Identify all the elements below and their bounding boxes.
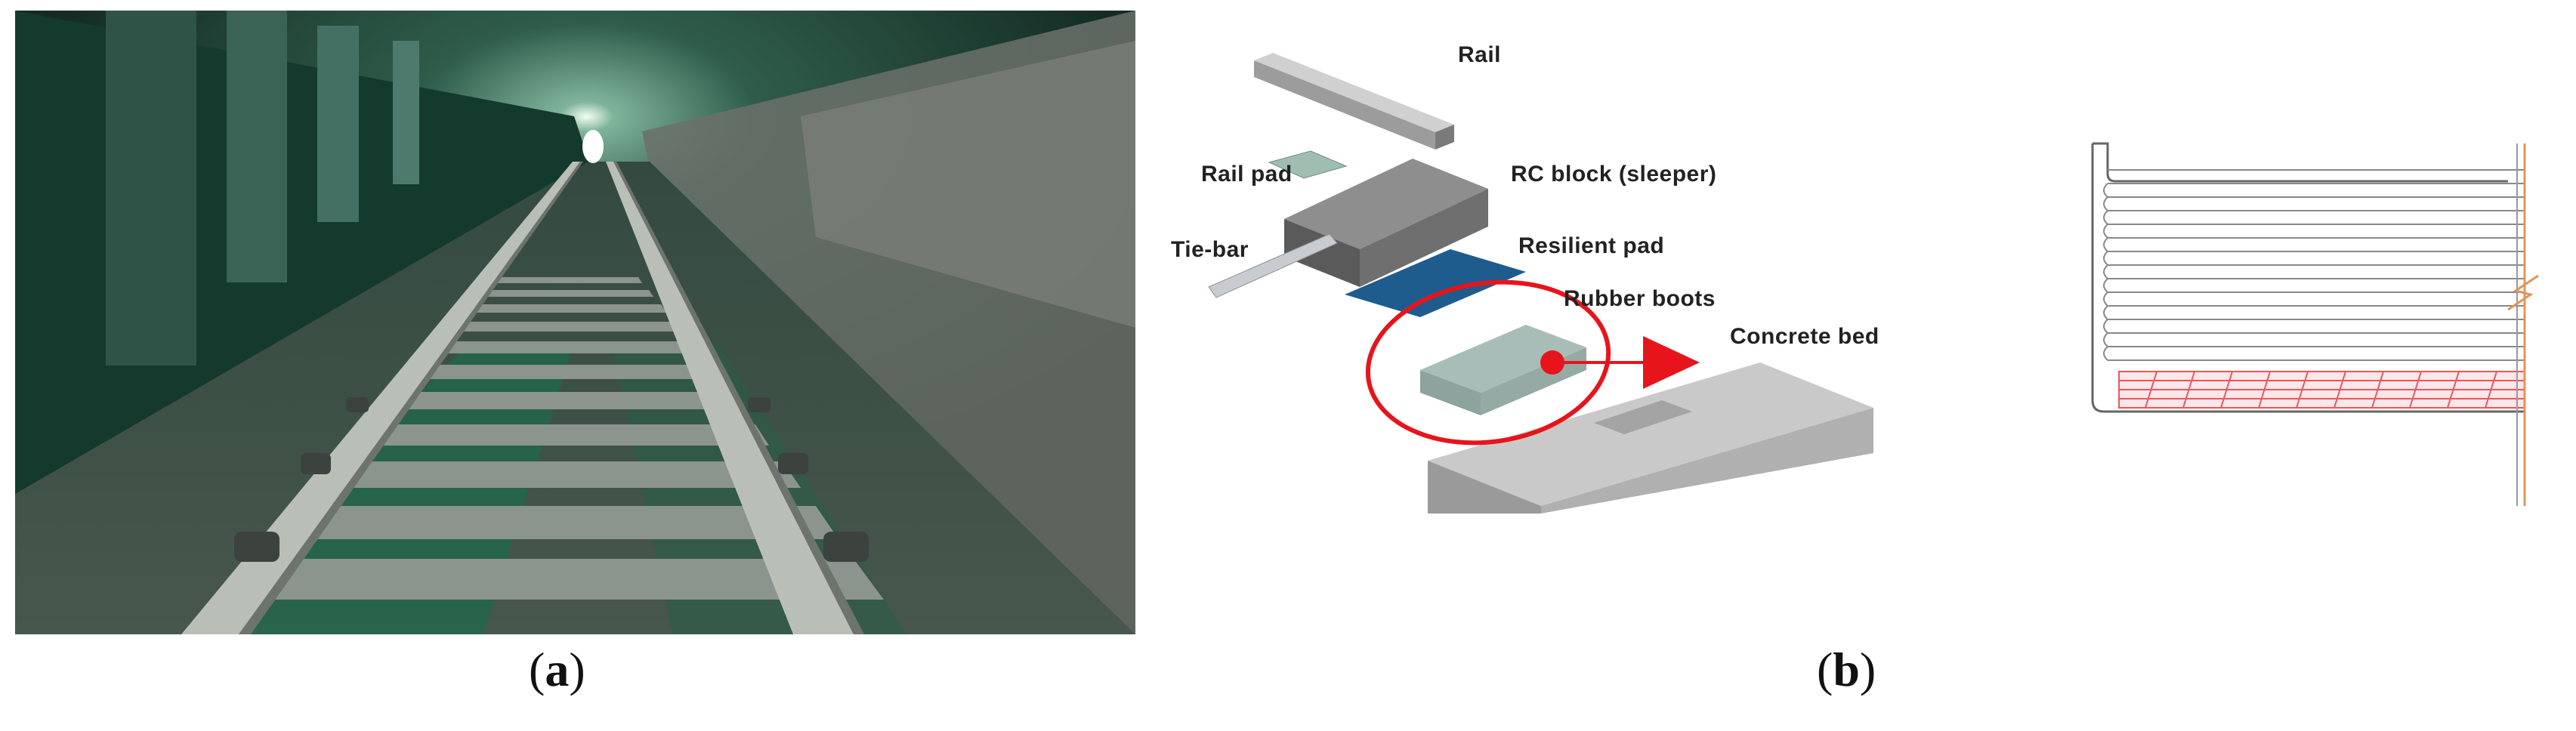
rail-pad-part	[1268, 150, 1348, 179]
highlight-arrowhead	[1643, 336, 1700, 389]
caption-b: (b)	[1817, 643, 1876, 696]
label-tie-bar: Tie-bar	[1171, 237, 1249, 262]
label-rail: Rail	[1458, 42, 1501, 67]
label-rail-pad: Rail pad	[1201, 162, 1293, 187]
label-concrete-bed: Concrete bed	[1730, 324, 1879, 349]
rubber-boot-section-drawing	[2091, 142, 2539, 506]
concrete-bed-part	[1428, 362, 1873, 514]
resilient-pad-part	[1345, 249, 1526, 317]
label-rc-block: RC block (sleeper)	[1511, 162, 1716, 187]
track-components-diagram: Rail Rail pad RC block (sleeper) Tie-bar…	[1171, 42, 1879, 514]
label-resilient-pad: Resilient pad	[1518, 233, 1664, 258]
highlight-ellipse	[1365, 279, 1611, 446]
rail-part	[1254, 53, 1454, 150]
track-tunnel-photo	[15, 11, 1135, 634]
rc-block-part	[1284, 159, 1488, 287]
caption-a: (a)	[529, 643, 585, 696]
tie-bar-part	[1208, 233, 1338, 298]
label-rubber-boots: Rubber boots	[1564, 286, 1716, 311]
